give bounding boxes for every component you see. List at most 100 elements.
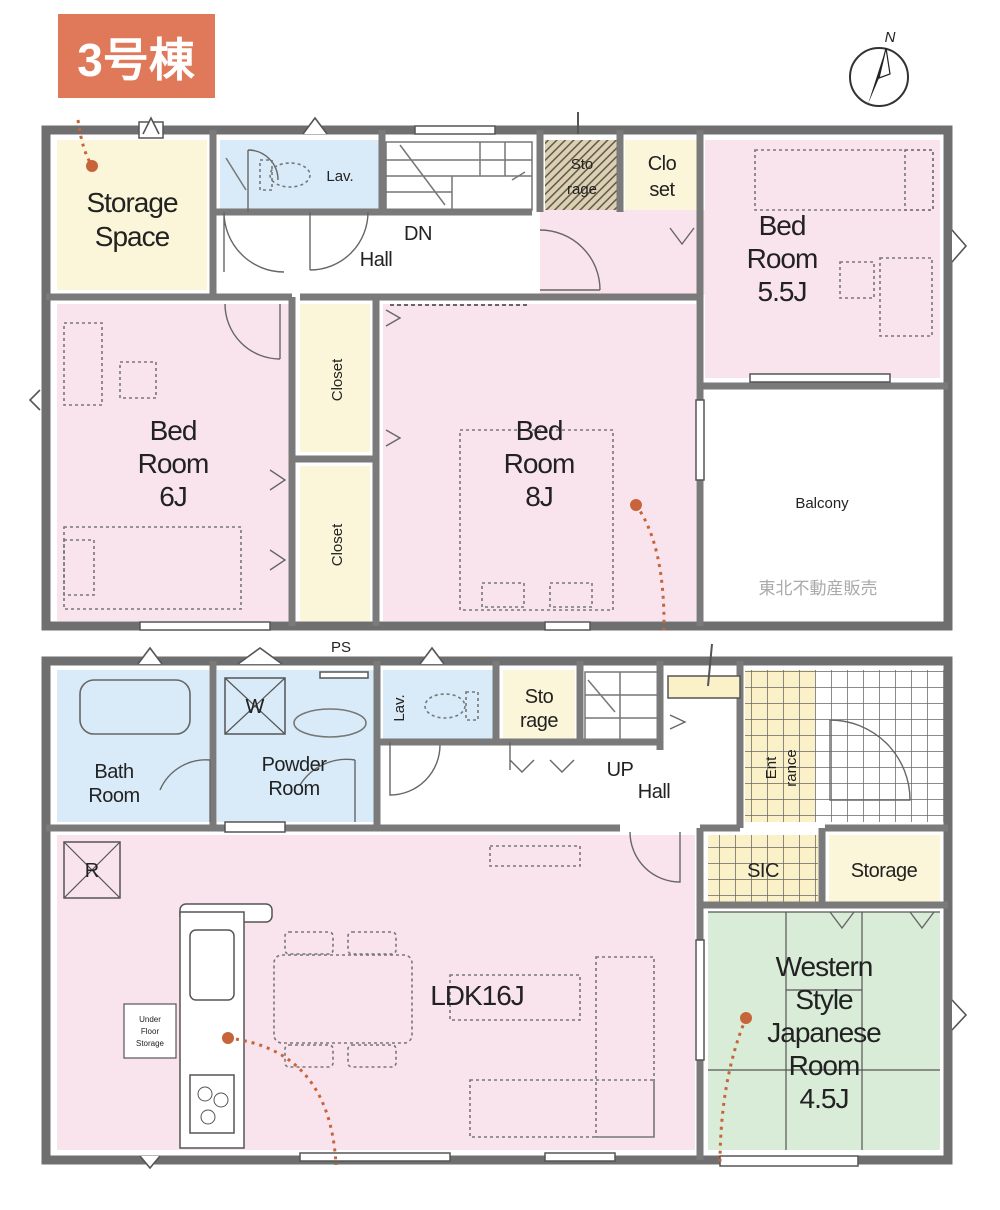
door [539,229,601,291]
upper-storage-room [545,140,617,210]
svg-text:Under: Under [139,1015,161,1024]
window-marker-icon [142,116,160,135]
storage-room [829,835,940,903]
japanese-room-label: Room [789,1050,860,1081]
japanese-room-label: Western [776,951,873,982]
window-marker-icon [28,389,41,411]
washer-icon: W [224,677,286,735]
upper-hall-label: Hall [360,249,393,271]
coffee-table-icon [449,974,581,1021]
window [299,1152,451,1162]
upper-storage-label: Sto [571,156,594,173]
chair-icon [284,931,334,955]
watermark-text: 東北不動産販売 [759,579,878,598]
sic-label: SIC [747,860,779,882]
entrance-label: rance [783,749,800,787]
lower-lav-label: Lav. [391,694,408,721]
kitchen-sink-icon [189,929,235,1001]
closet-a-room [300,304,370,452]
chair-icon [119,361,157,399]
stove-icon [189,1074,235,1134]
badge-text: 3号棟 [77,34,196,86]
upper-storage-label: rage [567,181,597,198]
lower-storage-label: Sto [525,686,554,708]
lower-stairs [584,671,661,743]
upper-closet-label: Clo [648,153,677,175]
closet-door-icon [829,911,935,930]
sic-room [708,835,818,903]
window [544,1152,616,1162]
upper-floor: Storage Space Lav. DN Hall Sto rage Clo … [28,112,968,631]
bedroom-55-label: Room [747,243,818,274]
door [309,211,369,271]
closet-b-label: Closet [329,523,346,566]
bedroom-6-label: Room [138,448,209,479]
chair-icon [347,1044,397,1068]
lower-floor: PS W R Under Floor Storag [41,639,968,1170]
bedroom-55-room [540,140,940,378]
window [695,399,705,481]
door [299,758,356,822]
window [319,671,369,679]
badge-background [58,14,215,98]
window [139,621,271,631]
window-marker-icon [302,116,328,135]
pillow-icon [549,582,593,608]
japanese-room-label: Japanese [767,1017,881,1048]
double-bed-icon [459,429,614,611]
lower-lav-room [383,670,493,742]
desk-icon [879,257,933,337]
powder-room-label: Room [268,778,319,800]
bathtub-icon [79,679,191,735]
window [544,621,591,631]
bedroom-6-label: Bed [150,415,197,446]
window [719,1155,859,1167]
door [509,742,575,773]
closet-door-icon [385,309,402,447]
sofa-icon [469,1079,655,1138]
storage-label: Storage [851,860,918,882]
up-label: UP [607,759,634,781]
ldk-room [57,835,695,1150]
compass-label: N [885,29,896,46]
lower-hall-label: Hall [638,781,671,803]
closet-a-label: Closet [329,358,346,401]
bedroom-6-room [57,304,291,621]
chair-icon [347,931,397,955]
bedroom-55-label: 5.5J [758,276,807,307]
ldk-label: LDK16J [430,980,524,1011]
bath-room-label: Bath [94,761,133,783]
door [223,149,285,273]
pillow-icon [481,582,525,608]
window [414,125,496,135]
upper-lav-label: Lav. [326,168,353,185]
toilet-icon [424,691,479,721]
lower-storage-label: rage [520,710,558,732]
bedroom-8-room [383,304,696,621]
path-dot [222,1032,234,1044]
tatami-lines [708,911,940,1150]
powder-room-label: Powder [262,754,328,776]
svg-text:Storage: Storage [136,1039,165,1048]
window-marker-icon [139,1155,161,1170]
lower-storage-room [503,670,575,742]
access-path [227,1036,338,1166]
closet-door-icon [269,469,287,571]
path-dot [630,499,642,511]
door [629,831,681,883]
closet-door-icon [669,227,695,246]
upper-stairs [385,141,533,211]
svg-text:Floor: Floor [141,1027,160,1036]
closet-b-room [300,466,370,621]
tv-board-icon [489,845,581,867]
bedroom-6-label: 6J [159,481,187,512]
storage-space-room [57,140,207,290]
lower-hall [383,742,743,822]
desk-icon [63,322,103,406]
window [749,373,891,383]
toilet-icon [225,157,311,191]
japanese-room-label: 4.5J [800,1083,849,1114]
kitchen-counter [179,903,273,1149]
window [224,821,286,833]
